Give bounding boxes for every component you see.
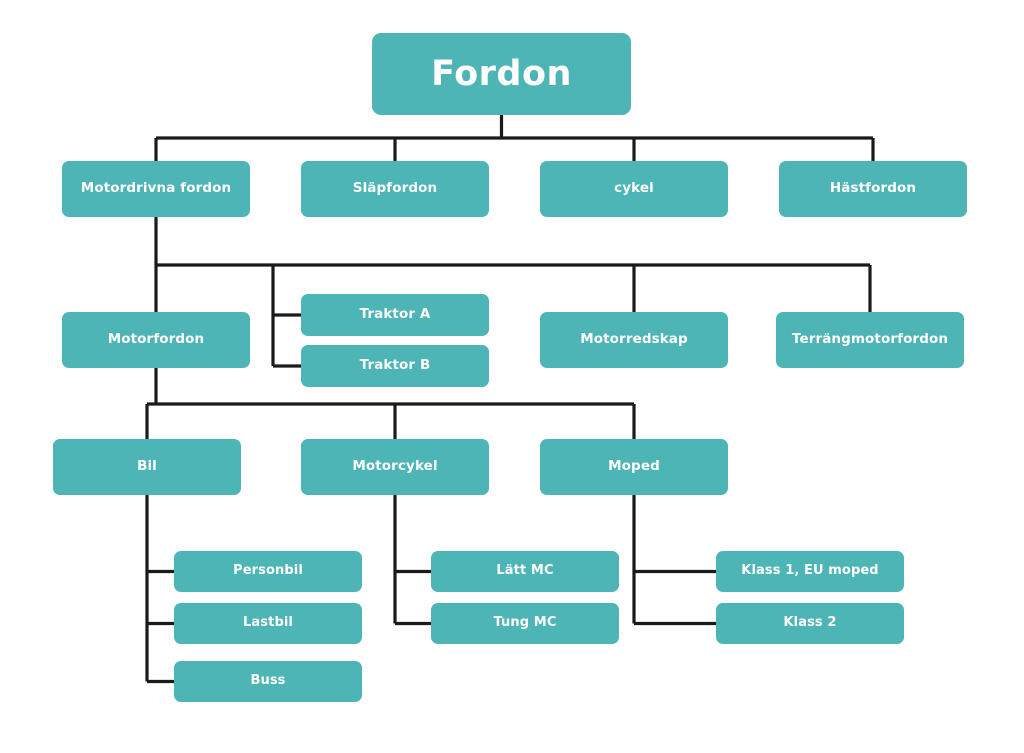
node-terrangmotorfordon[interactable]: Terrängmotorfordon [776, 312, 964, 368]
node-personbil[interactable]: Personbil [174, 551, 362, 592]
node-cykel[interactable]: cykel [540, 161, 728, 217]
node-motorfordon[interactable]: Motorfordon [62, 312, 250, 368]
node-hastfordon[interactable]: Hästfordon [779, 161, 967, 217]
node-lastbil[interactable]: Lastbil [174, 603, 362, 644]
node-buss[interactable]: Buss [174, 661, 362, 702]
node-motordrivna-fordon[interactable]: Motordrivna fordon [62, 161, 250, 217]
node-fordon[interactable]: Fordon [372, 33, 631, 115]
node-slapfordon[interactable]: Släpfordon [301, 161, 489, 217]
node-klass-1-eu-moped[interactable]: Klass 1, EU moped [716, 551, 904, 592]
node-motorcykel[interactable]: Motorcykel [301, 439, 489, 495]
node-moped[interactable]: Moped [540, 439, 728, 495]
node-tung-mc[interactable]: Tung MC [431, 603, 619, 644]
node-traktor-b[interactable]: Traktor B [301, 345, 489, 387]
node-latt-mc[interactable]: Lätt MC [431, 551, 619, 592]
node-klass-2[interactable]: Klass 2 [716, 603, 904, 644]
node-motorredskap[interactable]: Motorredskap [540, 312, 728, 368]
node-bil[interactable]: Bil [53, 439, 241, 495]
node-traktor-a[interactable]: Traktor A [301, 294, 489, 336]
